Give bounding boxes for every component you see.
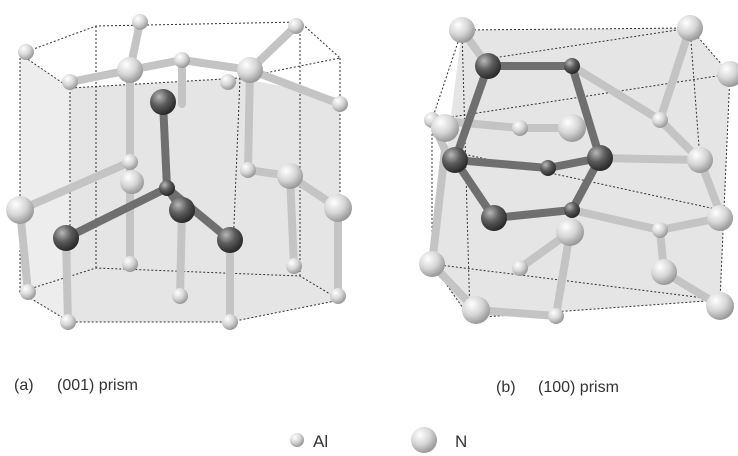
legend: Al N — [290, 427, 467, 453]
panel-a-label: (a) — [14, 377, 34, 394]
panel-a-title: (001) prism — [57, 377, 138, 394]
panel-a-structure — [6, 14, 352, 330]
panel-b-structure — [419, 15, 738, 324]
prism-face-side — [20, 54, 70, 322]
panel-b-title: (100) prism — [538, 379, 619, 396]
legend-n-label: N — [455, 432, 467, 451]
legend-n-icon — [411, 427, 437, 453]
legend-al-icon — [290, 433, 304, 447]
prism-face-front — [432, 28, 730, 318]
prism-face-front — [70, 78, 340, 322]
legend-al-label: Al — [313, 432, 328, 451]
panel-b-label: (b) — [496, 379, 516, 396]
